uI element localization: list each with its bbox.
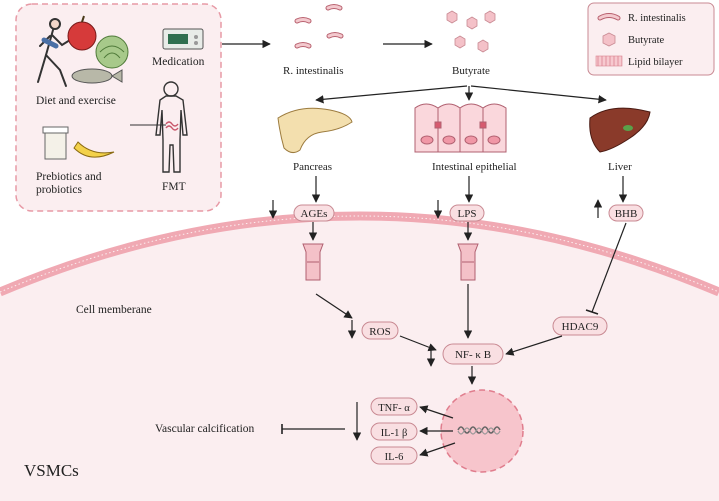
nfkb-label: NF- κ B bbox=[455, 349, 491, 361]
cabbage-icon bbox=[95, 35, 129, 69]
tnf-pill bbox=[370, 397, 418, 416]
tnf-label: TNF- α bbox=[378, 403, 410, 414]
cell-body bbox=[0, 216, 719, 501]
legend-bacterium-icon bbox=[597, 13, 621, 21]
legend-hexagon-icon bbox=[602, 32, 616, 47]
legend-lipid-bilayer-icon bbox=[595, 55, 623, 67]
liver-icon bbox=[589, 107, 651, 153]
intestine-label: Intestinal epithelial bbox=[432, 161, 517, 173]
yogurt-icon bbox=[42, 126, 69, 160]
prebiotics-label-2: probiotics bbox=[36, 184, 83, 196]
medication-icon bbox=[162, 28, 204, 50]
bacteria-cluster-icon bbox=[294, 4, 344, 49]
receptor-ages-icon bbox=[302, 243, 324, 281]
medication-label: Medication bbox=[152, 56, 205, 68]
lps-pill bbox=[449, 204, 485, 222]
legend-label-bilayer: Lipid bilayer bbox=[628, 57, 683, 68]
il6-pill bbox=[370, 446, 418, 465]
bhb-label: BHB bbox=[615, 208, 638, 220]
arrow-to-liver bbox=[470, 85, 607, 104]
vsmcs-label: VSMCs bbox=[24, 461, 79, 480]
pancreas-icon bbox=[277, 107, 353, 154]
liver-label: Liver bbox=[608, 161, 632, 173]
butyrate-cluster-icon bbox=[446, 10, 496, 53]
cell-membrane-label: Cell memberane bbox=[76, 304, 152, 316]
nfkb-pill bbox=[442, 343, 504, 365]
ages-pill bbox=[293, 204, 335, 222]
bhb-pill bbox=[608, 204, 644, 222]
prebiotics-label-1: Prebiotics and bbox=[36, 171, 102, 183]
bhb-inhibit-line bbox=[591, 222, 627, 313]
lps-label: LPS bbox=[458, 208, 477, 220]
intestinal-epithelium-icon bbox=[414, 103, 507, 153]
butyrate-label: Butyrate bbox=[452, 65, 490, 77]
legend-label-bacterium: R. intestinalis bbox=[628, 13, 686, 24]
receptor-lps-icon bbox=[457, 243, 479, 281]
arrow-to-pancreas bbox=[315, 85, 468, 104]
runner-icon bbox=[37, 18, 71, 87]
il1-pill bbox=[370, 422, 418, 441]
ros-pill bbox=[361, 321, 399, 340]
ages-label: AGEs bbox=[301, 208, 328, 220]
hdac9-label: HDAC9 bbox=[562, 321, 599, 333]
il1-label: IL-1 β bbox=[381, 428, 408, 439]
diet-label: Diet and exercise bbox=[36, 95, 116, 107]
apple-icon bbox=[67, 15, 97, 51]
fmt-label: FMT bbox=[162, 181, 186, 193]
il6-label: IL-6 bbox=[385, 452, 404, 463]
vascular-calcification-label: Vascular calcification bbox=[155, 423, 255, 435]
pancreas-label: Pancreas bbox=[293, 161, 332, 173]
legend-label-butyrate: Butyrate bbox=[628, 35, 664, 46]
bacteria-label: R. intestinalis bbox=[283, 65, 344, 77]
human-body-icon bbox=[155, 81, 188, 173]
ros-label: ROS bbox=[369, 326, 390, 338]
banana-icon bbox=[73, 141, 115, 158]
hdac9-pill bbox=[552, 316, 608, 336]
fish-icon bbox=[71, 68, 123, 84]
